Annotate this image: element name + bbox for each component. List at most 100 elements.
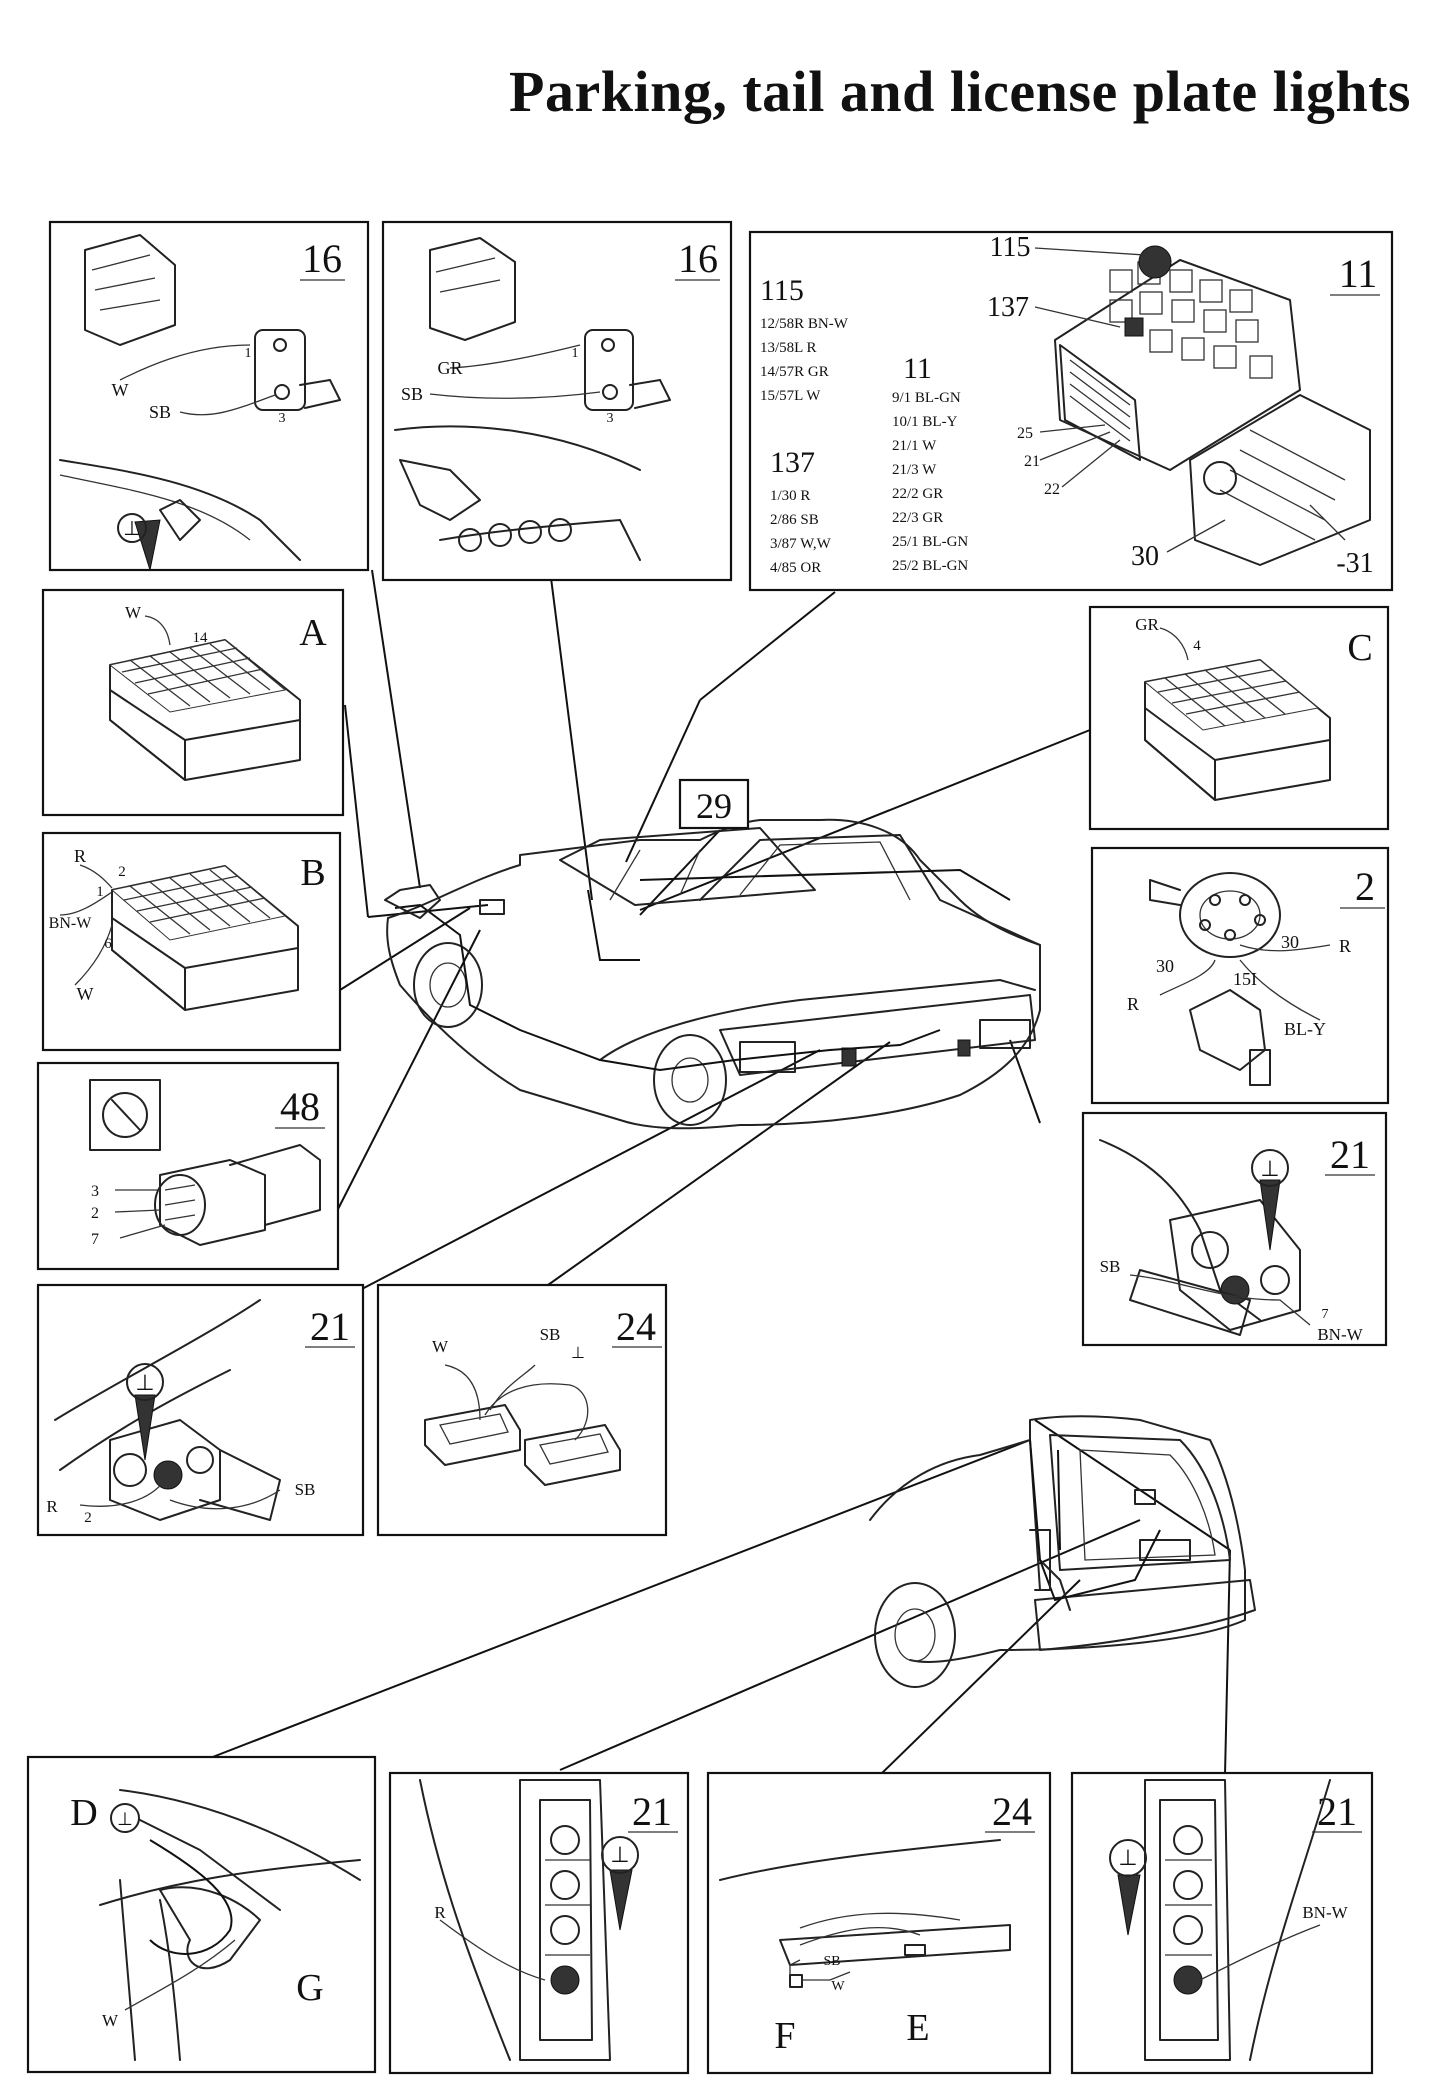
panel-letter: B	[300, 852, 325, 894]
svg-text:1/30 R: 1/30 R	[770, 488, 810, 504]
svg-text:3: 3	[91, 1183, 99, 1200]
panel-48-light-switch: 48 3 2 7	[36, 1061, 340, 1271]
svg-text:1: 1	[572, 346, 579, 361]
panel-24-license-lights-wagon: 24 SB W F E	[706, 1771, 1052, 2075]
panel-24-license-lights-sedan: 24 W SB ⊥	[376, 1283, 668, 1537]
svg-text:BN-W: BN-W	[1317, 1325, 1363, 1344]
leader-lines	[204, 569, 1231, 1776]
svg-text:25/1 BL-GN: 25/1 BL-GN	[892, 534, 968, 550]
svg-text:GR: GR	[1135, 615, 1159, 634]
ground-icon: ⊥	[1260, 1156, 1279, 1181]
panel-number: 11	[1339, 251, 1378, 296]
svg-text:BN-W: BN-W	[49, 915, 93, 932]
svg-text:7: 7	[91, 1231, 99, 1248]
panel-number: 21	[1330, 1132, 1370, 1177]
panel-c-connector: C GR 4	[1088, 605, 1390, 831]
svg-text:137: 137	[987, 292, 1029, 323]
panel-number: 48	[280, 1084, 320, 1129]
svg-text:30: 30	[1281, 932, 1299, 952]
svg-text:15/57L W: 15/57L W	[760, 388, 821, 404]
panel-number: 16	[302, 236, 342, 281]
svg-text:22: 22	[1044, 481, 1060, 498]
svg-text:3/87 W,W: 3/87 W,W	[770, 536, 832, 552]
svg-text:3: 3	[607, 411, 614, 426]
panel-number: 21	[310, 1304, 350, 1349]
svg-text:2: 2	[118, 864, 126, 880]
svg-text:W: W	[125, 603, 142, 622]
svg-text:SB: SB	[401, 384, 423, 404]
panel-16-right: 16 GR SB 1 3	[381, 220, 733, 582]
svg-text:W: W	[432, 1337, 449, 1356]
svg-text:7: 7	[1322, 1307, 1329, 1322]
panel-number: 21	[632, 1789, 672, 1834]
svg-text:14: 14	[193, 630, 209, 646]
svg-text:14/57R GR: 14/57R GR	[760, 364, 829, 380]
panel-21-right-sedan: 21 ⊥ SB 7 BN-W	[1081, 1111, 1388, 1347]
panel-d-g-wagon-harness: D G ⊥ W	[26, 1755, 377, 2074]
ground-icon: ⊥	[117, 1809, 133, 1829]
panel-21-wagon-right: 21 ⊥ BN-W	[1070, 1771, 1374, 2075]
svg-text:SB: SB	[295, 1480, 316, 1499]
ground-icon: ⊥	[135, 1370, 154, 1395]
panel-16-left: 16 ⊥ W SB 1 3	[48, 220, 370, 572]
svg-text:GR: GR	[437, 358, 462, 378]
svg-text:1: 1	[245, 346, 252, 361]
svg-text:W: W	[102, 2011, 119, 2030]
relay-115-heading: 115	[760, 274, 804, 307]
wagon-car	[869, 1415, 1256, 1688]
panel-21-wagon-left: 21 ⊥ R	[388, 1771, 690, 2075]
svg-text:21/1 W: 21/1 W	[892, 438, 937, 454]
svg-text:3: 3	[279, 411, 286, 426]
panel-a-connector: A W 14	[41, 588, 345, 817]
svg-text:25: 25	[1017, 425, 1033, 442]
svg-text:4/85 OR: 4/85 OR	[770, 560, 821, 576]
panel-number: 16	[678, 236, 718, 281]
panel-letter-f: F	[774, 2015, 795, 2057]
svg-text:R: R	[46, 1497, 58, 1516]
svg-text:9/1 BL-GN: 9/1 BL-GN	[892, 390, 961, 406]
panel-letter-d: D	[70, 1792, 97, 1834]
sedan-car	[384, 818, 1041, 1130]
panel-21-left-sedan: 21 ⊥ R 2 SB	[36, 1283, 365, 1537]
svg-text:25/2 BL-GN: 25/2 BL-GN	[892, 558, 968, 574]
panel-b-connector: B R BN-W W 2 1 6	[41, 831, 342, 1052]
panel-letter: A	[299, 612, 327, 654]
svg-text:SB: SB	[149, 402, 171, 422]
panel-2-ignition-switch: 2 30 R 30 R 15I BL-Y	[1090, 846, 1390, 1105]
svg-text:2/86 SB: 2/86 SB	[770, 512, 819, 528]
svg-text:21/3 W: 21/3 W	[892, 462, 937, 478]
svg-text:21: 21	[1024, 453, 1040, 470]
svg-text:W: W	[77, 984, 94, 1004]
central-unit-heading: 11	[903, 352, 932, 385]
svg-text:10/1 BL-Y: 10/1 BL-Y	[892, 414, 958, 430]
svg-text:2: 2	[91, 1205, 99, 1222]
svg-text:13/58L R: 13/58L R	[760, 340, 817, 356]
svg-text:SB: SB	[1100, 1257, 1121, 1276]
svg-text:BN-W: BN-W	[1302, 1903, 1348, 1922]
panel-number: 24	[616, 1304, 656, 1349]
svg-text:2: 2	[84, 1510, 92, 1526]
svg-text:SB: SB	[540, 1325, 561, 1344]
page-title: Parking, tail and license plate lights	[509, 59, 1411, 124]
svg-text:BL-Y: BL-Y	[1284, 1019, 1326, 1039]
ground-icon: ⊥	[610, 1842, 629, 1867]
panel-number: 29	[696, 786, 732, 826]
svg-text:30: 30	[1156, 956, 1174, 976]
svg-text:-31: -31	[1336, 548, 1373, 579]
panel-letter-g: G	[296, 1967, 323, 2009]
svg-text:R: R	[74, 846, 86, 866]
svg-text:22/3 GR: 22/3 GR	[892, 510, 943, 526]
svg-text:22/2 GR: 22/2 GR	[892, 486, 943, 502]
panel-letter-e: E	[906, 2007, 929, 2049]
panel-number: 21	[1317, 1789, 1357, 1834]
svg-text:15I: 15I	[1233, 969, 1257, 989]
svg-text:1: 1	[96, 884, 104, 900]
panel-letter: C	[1347, 627, 1372, 669]
ground-icon: ⊥	[1118, 1845, 1137, 1870]
relay-137-heading: 137	[770, 446, 815, 479]
svg-text:4: 4	[1193, 638, 1201, 654]
svg-text:12/58R BN-W: 12/58R BN-W	[760, 316, 849, 332]
panel-29-label: 29	[678, 778, 750, 830]
svg-text:6: 6	[104, 936, 112, 952]
